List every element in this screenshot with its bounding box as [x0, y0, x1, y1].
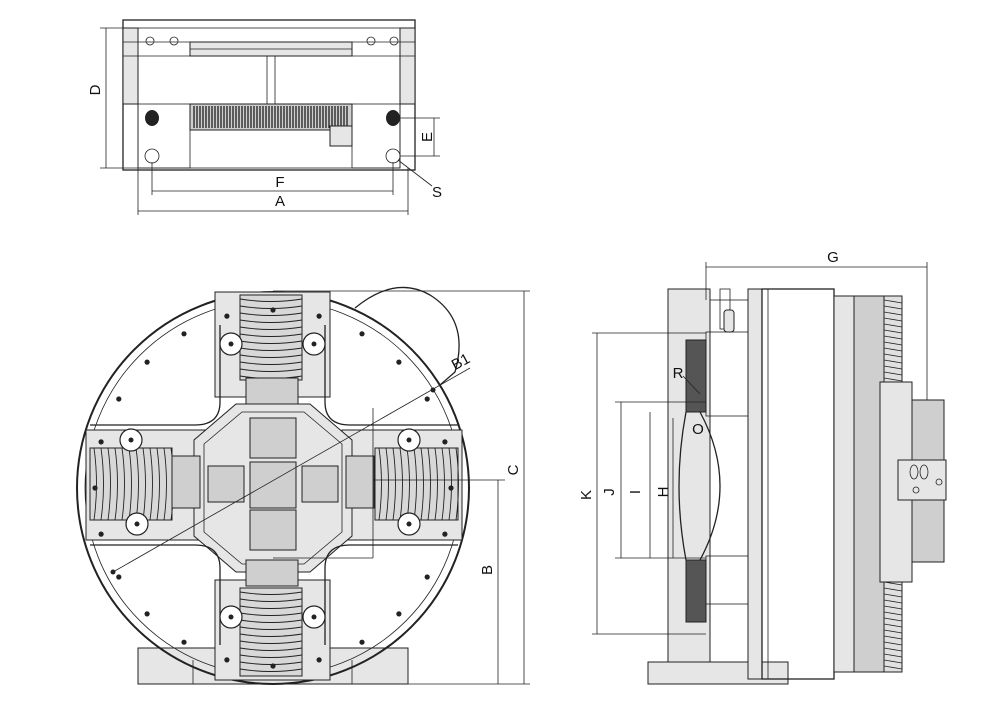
mount-hole — [389, 36, 399, 46]
side-view: G K J I H R O — [578, 249, 947, 685]
bolt-holes — [92, 307, 454, 669]
auxiliary-housing — [354, 286, 460, 386]
dim-label-g: G — [827, 249, 839, 266]
clamp-head — [897, 459, 947, 501]
dim-label-b: B — [479, 565, 496, 575]
disc-body — [761, 288, 835, 680]
left-side-plate — [122, 27, 139, 105]
bellows-right — [374, 447, 459, 521]
mount-hole — [385, 148, 401, 164]
dim-label-h: H — [655, 487, 672, 498]
dim-line-b1 — [112, 367, 471, 573]
mount-hole — [366, 36, 376, 46]
jaw-block — [249, 509, 297, 551]
dim-label-d: D — [87, 84, 104, 95]
mount-hole — [145, 36, 155, 46]
dim-label-r: R — [673, 365, 684, 382]
front-view: B1 B C — [76, 286, 530, 685]
pulleys — [119, 332, 421, 629]
dim-label-e: E — [419, 132, 436, 142]
locating-pin — [145, 110, 159, 126]
dim-label-a: A — [275, 193, 285, 210]
gear-wheel-top — [685, 339, 707, 413]
dim-label-b1: B1 — [449, 350, 473, 374]
dim-label-o: O — [692, 421, 704, 438]
bellows-left — [89, 447, 174, 521]
right-side-plate — [399, 27, 416, 105]
mount-hole — [169, 36, 179, 46]
jaw-block — [249, 417, 297, 459]
dim-label-c: C — [505, 464, 522, 475]
bellows-bottom — [239, 587, 303, 677]
center-post — [266, 55, 276, 105]
center-block — [249, 461, 297, 509]
dim-label-k: K — [578, 490, 595, 500]
gear-rack — [189, 103, 353, 131]
top-view: D E F A S — [87, 19, 442, 215]
dim-label-i: I — [627, 490, 644, 494]
dim-label-s: S — [432, 184, 442, 201]
dim-label-j: J — [601, 488, 618, 496]
gear-rack-teeth — [193, 106, 348, 128]
locating-pin — [386, 110, 400, 126]
dim-label-f: F — [275, 174, 284, 191]
bellows-top — [239, 294, 303, 381]
side-base — [647, 661, 789, 685]
gear-wheel-bottom — [685, 559, 707, 623]
mount-hole — [144, 148, 160, 164]
